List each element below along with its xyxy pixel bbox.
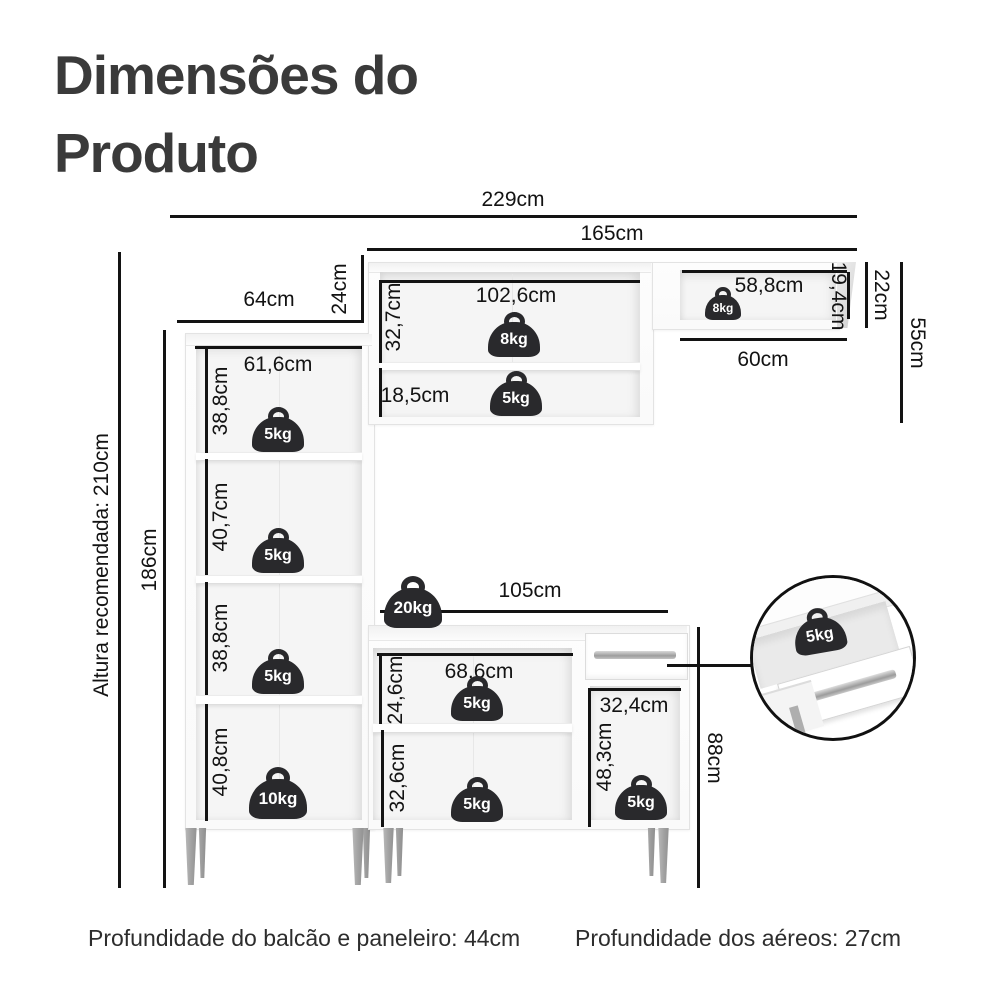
dim-label-big-inner-width: 102,6cm [475, 284, 557, 307]
dim-label-tall-shelf4: 40,8cm [209, 727, 232, 797]
weight-icon: 5kg [615, 775, 667, 820]
weight-label: 5kg [252, 417, 304, 452]
dim-label-counter-right-height: 48,3cm [593, 722, 616, 792]
dim-label-tall-inner-width: 61,6cm [243, 353, 313, 376]
dim-label-small-outer-height: 22cm [870, 269, 893, 321]
dim-line-tall-shelf2 [205, 459, 208, 575]
counter-leg-front-left [383, 828, 394, 883]
weight-icon: 10kg [249, 767, 307, 819]
dim-line-small-inner-height [847, 272, 850, 319]
dim-line-tall-inner-width [195, 346, 362, 349]
dim-line-upper-depth [361, 255, 364, 323]
weight-icon: 20kg [384, 576, 442, 628]
footer-depth-wall: Profundidade dos aéreos: 27cm [575, 925, 902, 951]
weight-label: 20kg [384, 588, 442, 628]
wall-cabinet-large-shelf [380, 362, 640, 371]
tall-cabinet-leg-back-right [362, 828, 371, 878]
tall-cabinet-shelf-3 [196, 695, 362, 705]
weight-icon: 5kg [789, 604, 849, 658]
weight-icon: 5kg [252, 649, 304, 694]
page-title: Dimensões do Produto [54, 36, 419, 192]
dim-label-counter-height: 88cm [703, 732, 726, 784]
weight-icon: 5kg [252, 528, 304, 573]
weight-label: 5kg [615, 785, 667, 820]
counter-back-seam [473, 650, 474, 818]
counter-leg-back-left [395, 828, 404, 876]
dim-line-small-inner-width [682, 270, 847, 273]
dim-label-tall-width: 64cm [243, 288, 295, 311]
dim-label-upper-right-height: 55cm [906, 317, 929, 369]
weight-label: 8kg [705, 295, 741, 320]
dim-line-counter-open-width [377, 653, 573, 656]
dim-line-big-inner-width [380, 280, 640, 283]
dim-line-big-top-height [379, 280, 382, 363]
weight-icon: 5kg [252, 407, 304, 452]
dim-label-total-width: 229cm [481, 188, 545, 211]
weight-label: 5kg [451, 787, 503, 822]
dim-line-upper-width [367, 248, 857, 251]
dim-line-counter-right-width [589, 688, 681, 691]
weight-label: 5kg [490, 381, 542, 416]
tall-cabinet-shelf-1 [196, 452, 362, 461]
dim-label-small-outer-width: 60cm [737, 348, 789, 371]
tall-cabinet-leg-back-left [198, 828, 207, 878]
weight-icon: 8kg [705, 287, 741, 320]
dim-label-tall-shelf2: 40,7cm [209, 482, 232, 552]
page-title-line1: Dimensões do [54, 44, 419, 106]
counter-leg-back-right [647, 828, 656, 876]
dim-label-big-top-height: 32,7cm [382, 282, 405, 352]
weight-label: 8kg [488, 322, 540, 357]
dim-label-tall-shelf1: 38,8cm [209, 366, 232, 436]
dim-line-tall-shelf4 [205, 704, 208, 821]
dim-label-upper-depth: 24cm [328, 263, 351, 315]
tall-cabinet-leg-front-right [352, 828, 364, 885]
tall-cabinet-leg-front-left [185, 828, 197, 885]
dim-label-counter-open-top-height: 24,6cm [384, 655, 407, 725]
dim-line-tall-shelf3 [205, 582, 208, 695]
weight-label: 5kg [451, 686, 503, 721]
dim-line-tall-shelf1 [205, 346, 208, 453]
counter-shelf [373, 723, 572, 733]
dim-label-recommended-height: Altura recomendada: 210cm [90, 433, 113, 697]
drawer-callout-line [667, 664, 754, 667]
dim-line-counter-height [697, 627, 700, 888]
dim-line-counter-width [380, 610, 668, 613]
footer-depth-counter: Profundidade do balcão e paneleiro: 44cm [88, 925, 521, 951]
dim-label-tall-shelf3: 38,8cm [209, 603, 232, 673]
dim-label-counter-width: 105cm [498, 579, 562, 602]
drawer-detail-callout: 5kg [750, 575, 916, 741]
dim-label-counter-open-width: 68,6cm [444, 660, 514, 683]
dim-line-big-bottom-height [379, 368, 382, 417]
dim-line-cabinet-height [163, 330, 166, 888]
tall-cabinet-shelf-2 [196, 575, 362, 584]
counter-drawer-handle [594, 651, 676, 659]
weight-icon: 5kg [451, 777, 503, 822]
drawer-detail-cabinet-body [753, 679, 825, 738]
dim-label-upper-width: 165cm [580, 222, 644, 245]
weight-icon: 8kg [488, 312, 540, 357]
weight-label: 5kg [252, 538, 304, 573]
page-title-line2: Produto [54, 122, 259, 185]
weight-label: 5kg [252, 659, 304, 694]
weight-label: 10kg [249, 779, 307, 819]
dim-label-counter-right-width: 32,4cm [599, 694, 669, 717]
dim-label-small-inner-height: 19,4cm [827, 261, 850, 331]
dim-line-upper-right-height [900, 262, 903, 423]
weight-icon: 5kg [490, 371, 542, 416]
counter-leg-front-right [658, 828, 669, 883]
dim-label-small-inner-width: 58,8cm [734, 274, 804, 297]
dim-line-counter-open-bottom-height [381, 730, 384, 827]
dim-line-recommended-height [118, 252, 121, 888]
dim-label-cabinet-height: 186cm [138, 528, 161, 592]
dim-label-big-bottom-height: 18,5cm [380, 384, 450, 407]
dim-line-small-outer-height [865, 262, 868, 328]
dim-line-total-width [170, 215, 857, 218]
dim-line-counter-right-height [588, 688, 591, 827]
dim-line-counter-open-top-height [379, 653, 382, 724]
weight-icon: 5kg [451, 676, 503, 721]
dim-line-tall-width [177, 320, 361, 323]
dim-line-small-outer-width [680, 338, 847, 341]
dim-label-counter-open-bottom-height: 32,6cm [386, 743, 409, 813]
